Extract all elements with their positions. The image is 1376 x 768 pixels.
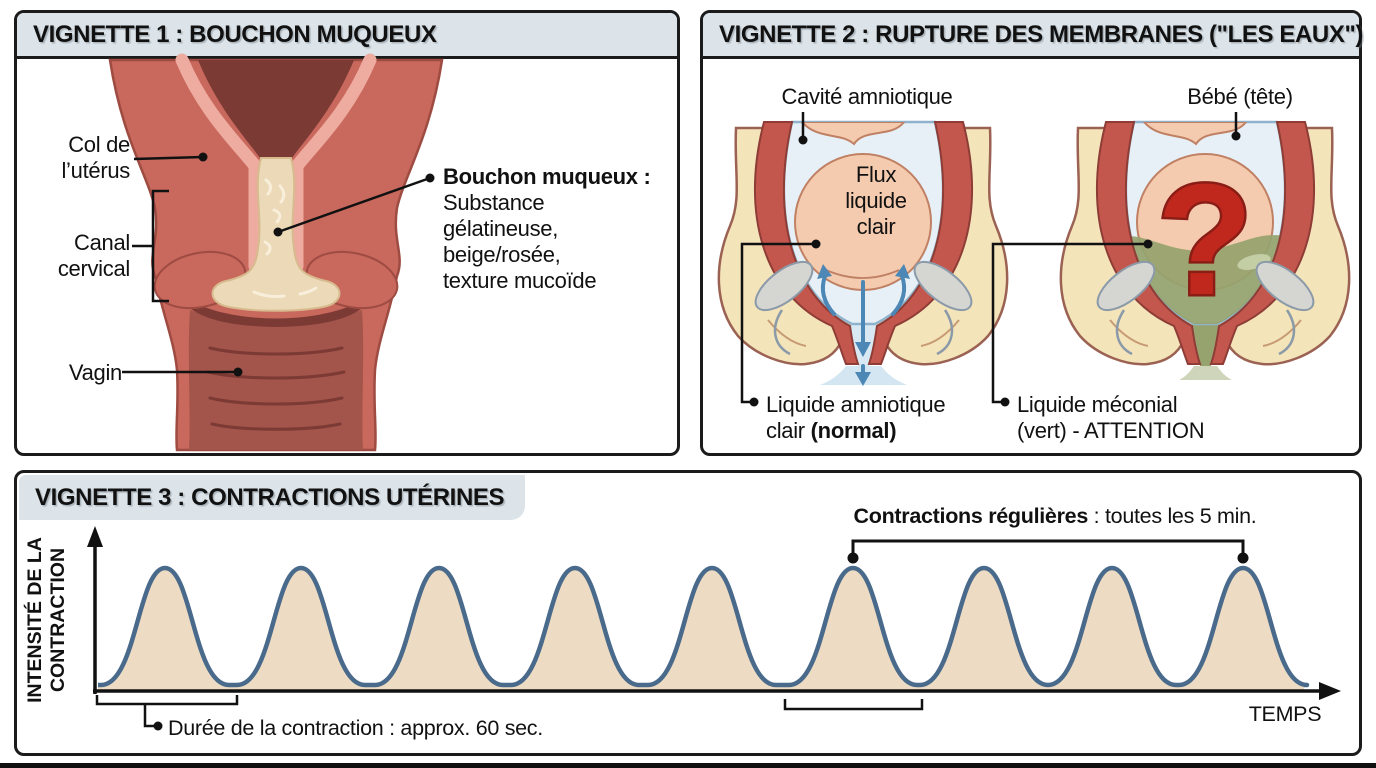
label-flux-liquide-clair: Flux liquide clair: [845, 162, 907, 239]
meconium-trail-shape: [1179, 366, 1232, 380]
thigh-crease-left: [1109, 319, 1149, 347]
panel-2-title: VIGNETTE 2 : RUPTURE DES MEMBRANES ("LES…: [719, 20, 1364, 48]
pelvic-bone-right: [913, 260, 973, 312]
baby-in-sac: [794, 122, 932, 291]
contraction-wave-line: [98, 565, 1310, 688]
pelvic-bone-right: [1255, 260, 1315, 312]
fluid-flow-arrow-icons: [817, 264, 910, 386]
mucus-plug-texture: [252, 178, 318, 298]
panel-2-header: VIGNETTE 2 : RUPTURE DES MEMBRANES ("LES…: [703, 13, 1363, 59]
caption-liquide-amniotique: Liquide amniotique clair (normal): [766, 392, 946, 443]
chart-axes: [87, 526, 1341, 700]
label-duree-contraction: Durée de la contraction : approx. 60 sec…: [168, 716, 543, 740]
caption-liquide-meconial: Liquide méconial (vert) - ATTENTION: [1017, 392, 1205, 443]
label-canal-cervical: Canal cervical: [57, 230, 130, 281]
thigh-crease-left: [767, 319, 807, 347]
cervix-shadow-shape: [176, 290, 376, 327]
uterus-wall-right: [867, 121, 974, 365]
bone-curl-right: [1278, 309, 1296, 356]
x-axis-label: TEMPS: [1248, 702, 1322, 726]
x-axis-arrow-icon: [1319, 682, 1341, 700]
pelvis-meconium-illustration: ?: [1059, 120, 1351, 380]
regular-contractions-bracket: [847, 539, 1249, 564]
panel-3-title: VIGNETTE 3 : CONTRACTIONS UTÉRINES: [35, 483, 505, 511]
interval-bracket: [783, 699, 924, 711]
panel-3-header: VIGNETTE 3 : CONTRACTIONS UTÉRINES: [19, 475, 525, 520]
panel-1-connectors: [122, 152, 435, 377]
bone-curl-right: [936, 309, 954, 356]
label-vagin: Vagin: [68, 360, 122, 385]
panel-1-title: VIGNETTE 1 : BOUCHON MUQUEUX: [33, 20, 437, 48]
label-contractions-regulieres: Contractions régulières : toutes les 5 m…: [853, 504, 1257, 528]
label-cavite-amniotique: Cavité amniotique: [781, 84, 953, 109]
birth-canal-meconium: [1192, 324, 1219, 366]
label-bebe-tete: Bébé (tête): [1187, 84, 1293, 109]
bone-curl-left: [773, 309, 791, 356]
y-axis-label-line2: CONTRACTION: [47, 548, 69, 692]
bottom-edge-bar: [0, 763, 1376, 768]
label-col-uterus: Col de l’utérus: [61, 132, 130, 183]
uterine-cavity-shape: [198, 60, 354, 164]
y-axis-arrow-icon: [87, 526, 103, 547]
contraction-chart: INTENSITÉ DE LA CONTRACTION: [23, 526, 1341, 731]
question-mark-icon: ?: [1157, 152, 1254, 328]
membrane-rupture-illustrations: ?: [717, 112, 1351, 407]
vagina-interior-shape: [188, 310, 364, 450]
baby-body-hint: [799, 122, 907, 146]
pelvis-normal-illustration: [717, 120, 1009, 386]
pelvic-bone-left: [754, 260, 814, 312]
contraction-wave-fill: [98, 568, 1307, 690]
vaginal-rugae-lines: [206, 346, 346, 431]
bone-curl-left: [1115, 309, 1133, 356]
pelvic-bone-left: [1096, 260, 1156, 312]
panel-2-connectors: [740, 112, 1241, 407]
thigh-crease-right: [1262, 319, 1302, 347]
duration-bracket: [95, 695, 239, 731]
callout-bouchon-muqueux: Bouchon muqueux : Substance gélatineuse,…: [443, 164, 651, 293]
panel-1-header: VIGNETTE 1 : BOUCHON MUQUEUX: [17, 13, 677, 59]
uterine-lining: [175, 53, 377, 273]
baby-head-shading: [825, 269, 900, 279]
uterus-wall-right: [1209, 121, 1316, 365]
cervix-anatomy-illustration: [108, 53, 444, 452]
thigh-crease-right: [920, 319, 960, 347]
y-axis-label-line1: INTENSITÉ DE LA: [23, 537, 46, 703]
